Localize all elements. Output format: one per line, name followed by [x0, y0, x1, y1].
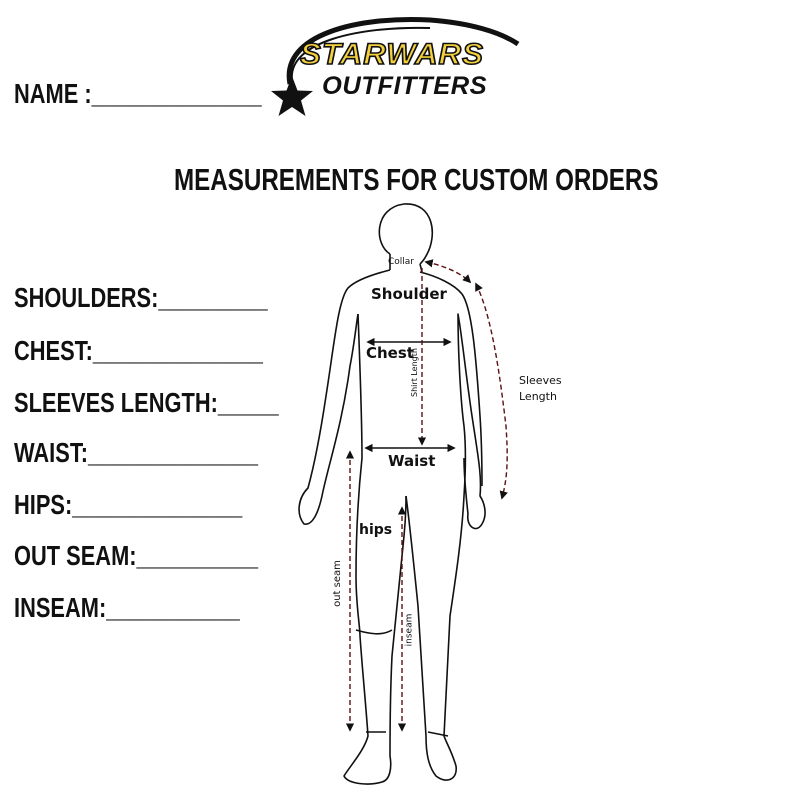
hips-label: hips: [359, 522, 393, 538]
page-title: MEASUREMENTS FOR CUSTOM ORDERS: [174, 162, 659, 197]
shirt-length-label: Shirt Length: [409, 348, 419, 397]
waist-field[interactable]: WAIST:______________: [14, 437, 259, 468]
brand-logo: [270, 14, 530, 124]
sleeves-label-line2: Length: [519, 390, 557, 403]
chest-field[interactable]: CHEST:______________: [14, 335, 263, 366]
inseam-label: inseam: [404, 613, 415, 647]
shoulders-field[interactable]: SHOULDERS:_________: [14, 282, 268, 313]
logo-swoosh: [286, 16, 520, 85]
measurement-lines: [345, 259, 508, 732]
star-icon: [271, 76, 313, 116]
waist-label: Waist: [388, 452, 436, 470]
shoulder-label: Shoulder: [371, 285, 447, 303]
sleeves-length-field[interactable]: SLEEVES LENGTH:_____: [14, 387, 279, 418]
out-seam-field[interactable]: OUT SEAM:__________: [14, 540, 259, 571]
inseam-field[interactable]: INSEAM:___________: [14, 592, 240, 623]
sleeves-label-line1: Sleeves: [519, 374, 562, 387]
chest-label: Chest: [366, 344, 414, 362]
name-field[interactable]: NAME :______________: [14, 78, 262, 109]
body-measurement-figure: [298, 203, 508, 785]
logo-text-outfitters: OUTFITTERS: [322, 72, 488, 100]
collar-label: Collar: [388, 257, 415, 267]
logo-text-starwars: STARWARS: [299, 37, 484, 72]
out-seam-label: out seam: [331, 560, 343, 607]
hips-field[interactable]: HIPS:______________: [14, 489, 243, 520]
